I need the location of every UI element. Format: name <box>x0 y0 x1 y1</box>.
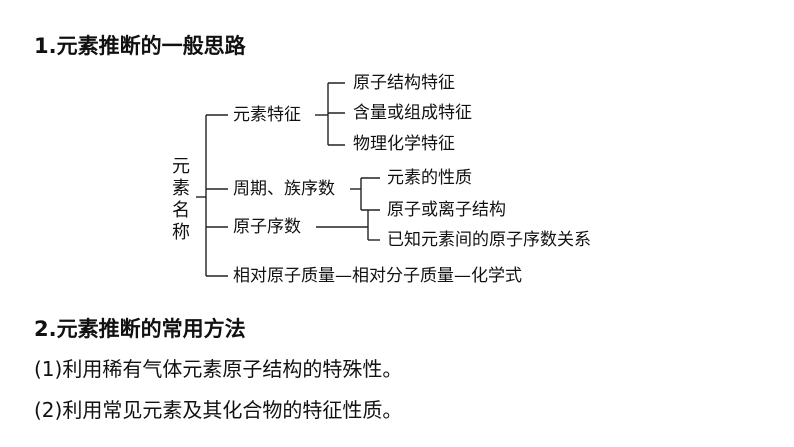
method-item-1: (1)利用稀有气体元素原子结构的特殊性。 <box>34 357 403 381</box>
leaf-physical-chemical-features: 物理化学特征 <box>353 134 455 154</box>
leaf-atomic-structure-features: 原子结构特征 <box>353 73 455 93</box>
branch-period-group: 周期、族序数 <box>233 179 335 199</box>
root-char-3: 名 <box>172 200 190 221</box>
root-char-2: 素 <box>172 178 190 199</box>
root-char-1: 元 <box>172 156 190 177</box>
leaf-known-atomic-number-relation: 已知元素间的原子序数关系 <box>387 230 591 250</box>
method-item-2: (2)利用常见元素及其化合物的特征性质。 <box>34 398 403 422</box>
root-char-4: 称 <box>172 222 190 243</box>
branch-element-features: 元素特征 <box>233 105 301 125</box>
leaf-content-composition-features: 含量或组成特征 <box>353 103 472 123</box>
leaf-atom-ion-structure: 原子或离子结构 <box>387 200 506 220</box>
section1-heading: 1.元素推断的一般思路 <box>34 34 246 58</box>
leaf-element-properties: 元素的性质 <box>387 168 472 188</box>
section2-heading: 2.元素推断的常用方法 <box>34 317 246 341</box>
branch-atomic-number: 原子序数 <box>233 217 301 237</box>
branch-mass-chain: 相对原子质量—相对分子质量—化学式 <box>233 266 522 286</box>
